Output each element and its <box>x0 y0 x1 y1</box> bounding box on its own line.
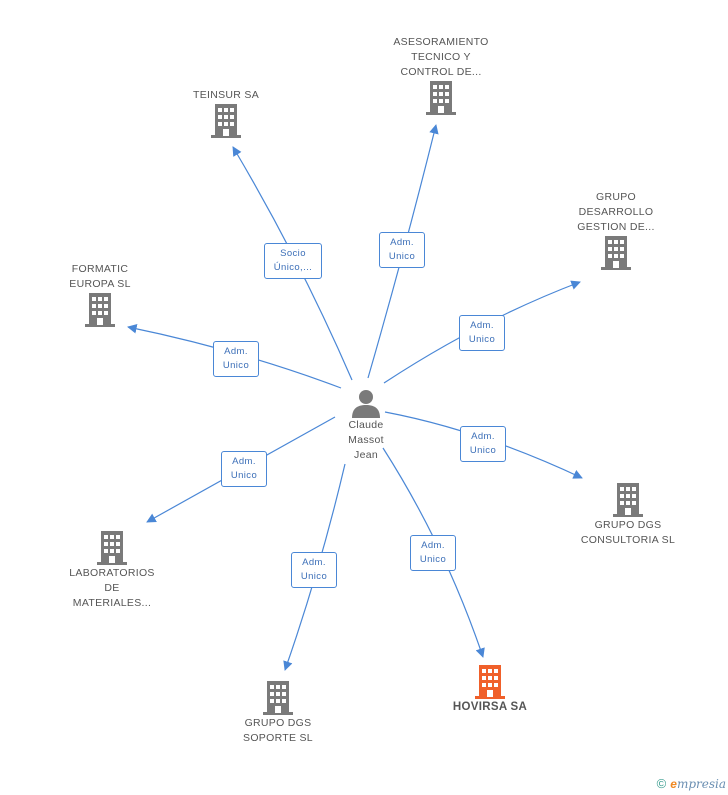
building-icon <box>426 81 456 115</box>
building-icon <box>211 104 241 138</box>
company-label: GRUPO DGS CONSULTORIA SL <box>580 519 676 546</box>
company-label: GRUPO DESARROLLO GESTION DE... <box>577 191 655 233</box>
company-node-grupo-desarrollo[interactable]: GRUPO DESARROLLO GESTION DE... <box>556 190 676 271</box>
building-icon <box>613 483 643 517</box>
company-label: HOVIRSA SA <box>452 701 528 713</box>
edge-label-formatic[interactable]: Adm. Unico <box>213 341 259 377</box>
company-label: LABORATORIOS DE MATERIALES... <box>69 567 155 609</box>
brand-logo-initial: e <box>670 777 677 791</box>
company-label: FORMATIC EUROPA SL <box>69 263 131 290</box>
company-node-grupo-dgs-soporte[interactable]: GRUPO DGS SOPORTE SL <box>218 680 338 746</box>
copyright-icon: © <box>656 776 667 791</box>
company-label: ASESORAMIENTO TECNICO Y CONTROL DE... <box>393 36 489 78</box>
company-node-formatic[interactable]: FORMATIC EUROPA SL <box>40 262 160 328</box>
company-label: GRUPO DGS SOPORTE SL <box>243 717 313 744</box>
company-node-hovirsa[interactable]: HOVIRSA SA <box>430 664 550 715</box>
center-person-name: Claude Massot Jean <box>348 419 384 461</box>
footer-brand[interactable]: ©empresia <box>657 776 726 791</box>
company-label: TEINSUR SA <box>192 89 259 101</box>
person-icon <box>352 390 380 418</box>
edge-label-laboratorios[interactable]: Adm. Unico <box>221 451 267 487</box>
brand-logo-text: mpresia <box>676 777 726 791</box>
edge-label-grupo-desarrollo[interactable]: Adm. Unico <box>459 315 505 351</box>
company-node-laboratorios[interactable]: LABORATORIOS DE MATERIALES... <box>52 530 172 611</box>
edge-label-grupo-dgs-consultoria[interactable]: Adm. Unico <box>460 426 506 462</box>
building-icon <box>85 293 115 327</box>
edge-label-grupo-dgs-soporte[interactable]: Adm. Unico <box>291 552 337 588</box>
building-icon <box>97 531 127 565</box>
building-icon <box>263 681 293 715</box>
company-node-teinsur[interactable]: TEINSUR SA <box>166 88 286 139</box>
building-icon <box>601 236 631 270</box>
edge-label-teinsur[interactable]: Socio Único,... <box>264 243 322 279</box>
company-node-grupo-dgs-consultoria[interactable]: GRUPO DGS CONSULTORIA SL <box>566 482 690 548</box>
edge-label-asesoramiento[interactable]: Adm. Unico <box>379 232 425 268</box>
edge-label-hovirsa[interactable]: Adm. Unico <box>410 535 456 571</box>
company-node-asesoramiento[interactable]: ASESORAMIENTO TECNICO Y CONTROL DE... <box>376 35 506 116</box>
building-icon-highlight <box>475 665 505 699</box>
center-person-node[interactable]: Claude Massot Jean <box>326 388 406 463</box>
